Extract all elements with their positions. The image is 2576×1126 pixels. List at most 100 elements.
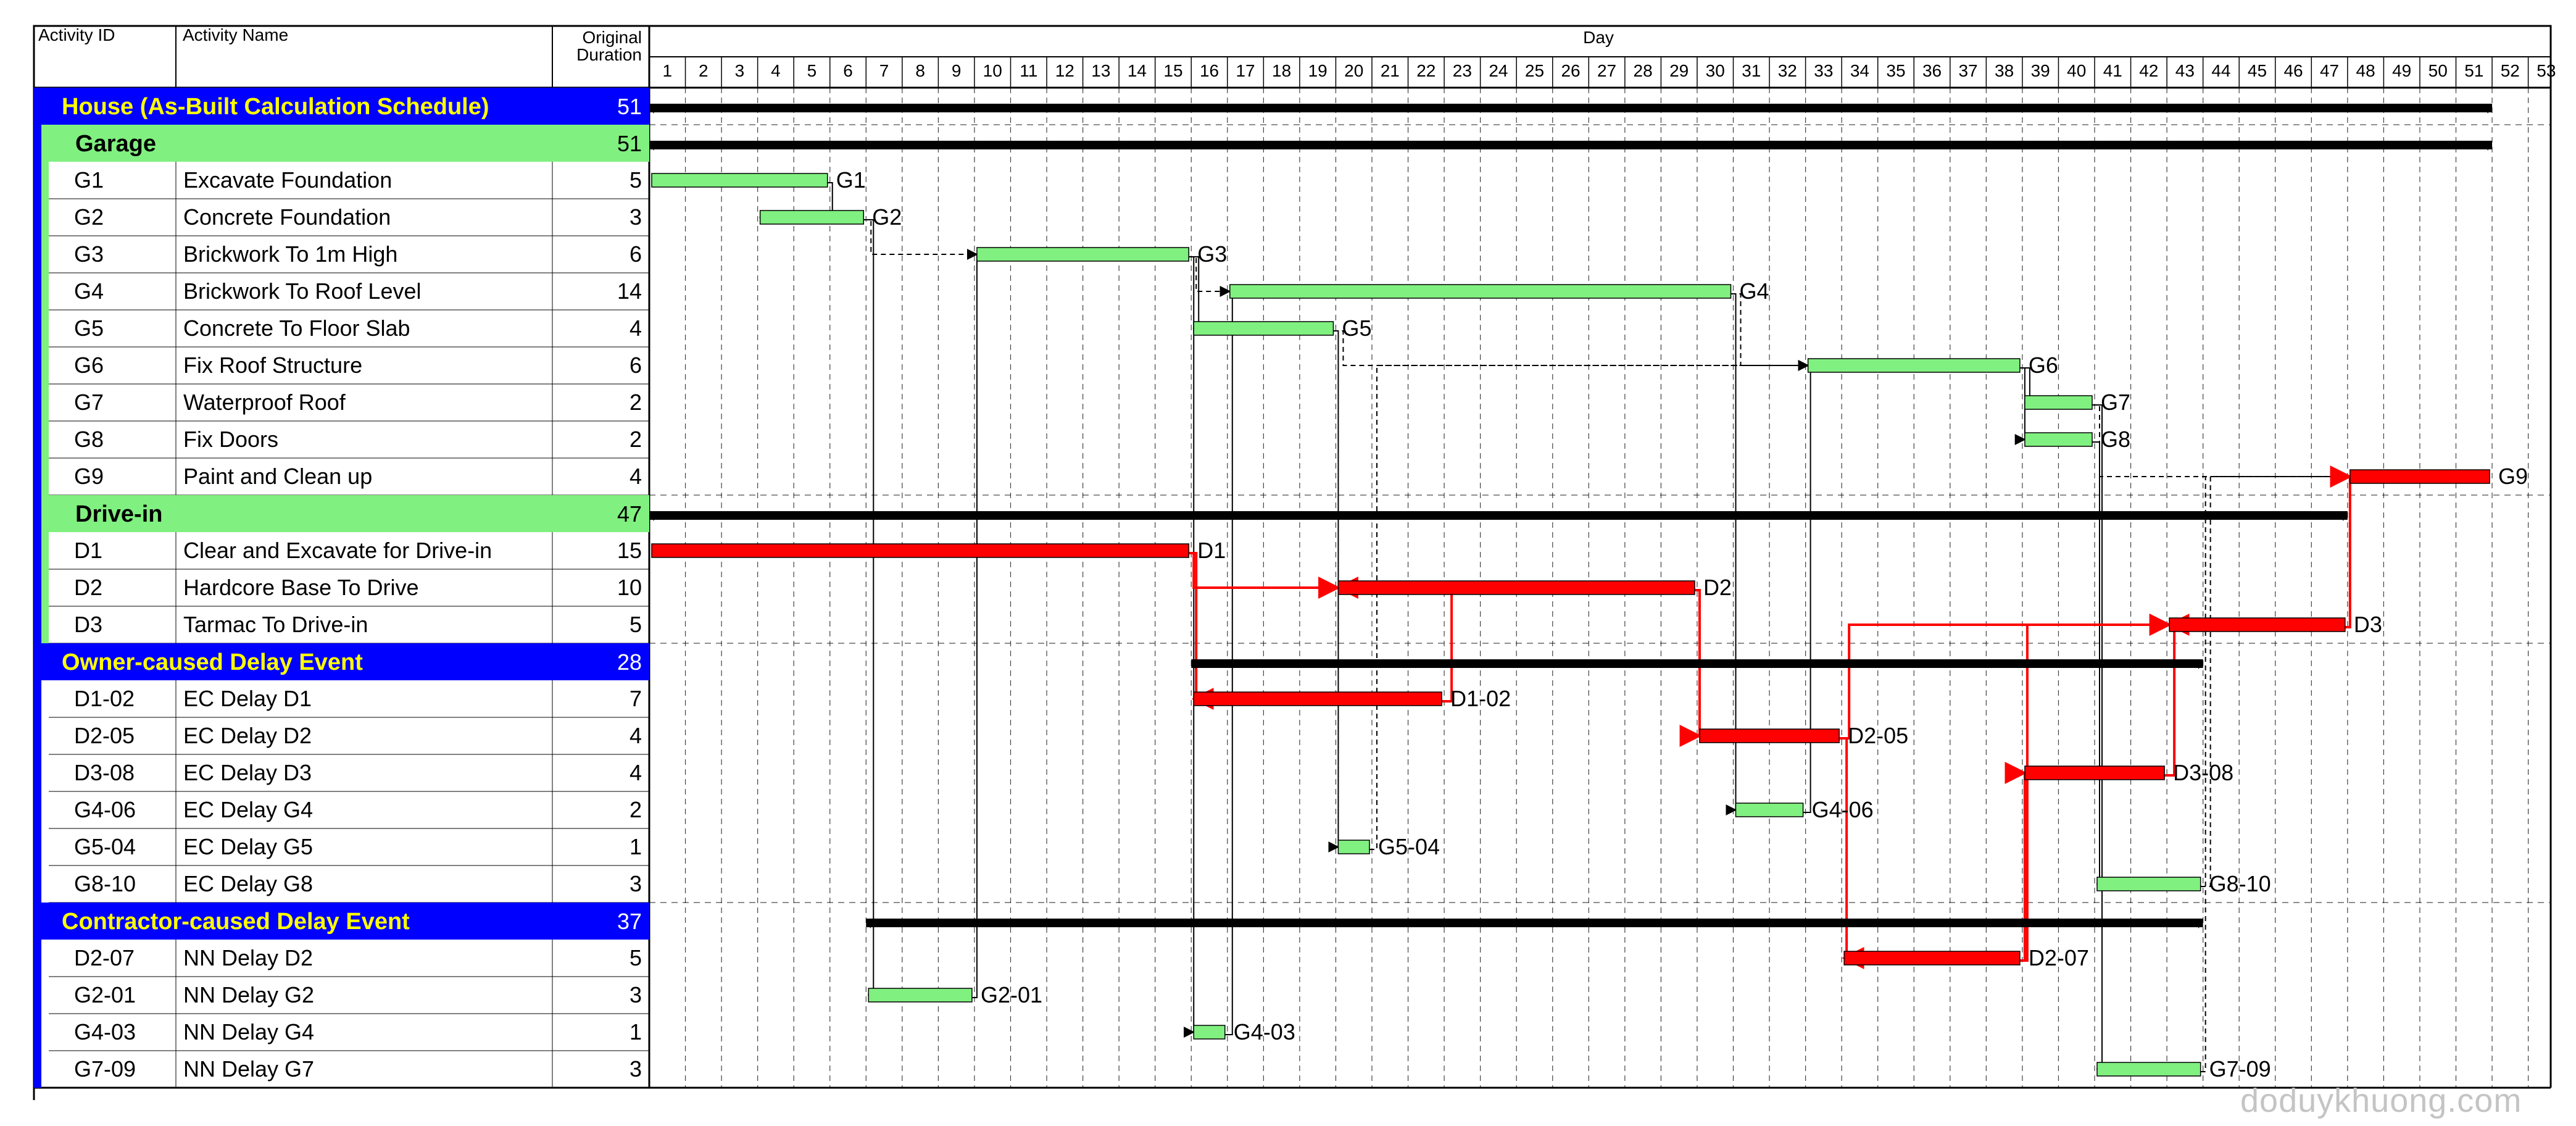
group-row-duration: 51 — [617, 94, 642, 119]
activity-id-cell: D1-02 — [74, 686, 135, 711]
day-tick-label: 37 — [1958, 61, 1977, 80]
outline-stripe — [34, 977, 41, 1014]
group-row-duration: 37 — [617, 909, 642, 934]
duration-cell: 4 — [629, 464, 642, 489]
gantt-bars: G1G2G3G4G5G6G7G8G9D1D2D3D1-02D2-05D3-08G… — [649, 104, 2528, 1082]
duration-cell: 6 — [629, 352, 642, 378]
task-bar — [1337, 580, 1695, 595]
day-tick-label: 35 — [1886, 61, 1905, 80]
duration-cell: 3 — [629, 204, 642, 230]
subgroup-row-band — [41, 495, 649, 532]
day-tick-label: 4 — [771, 61, 781, 80]
task-bar-label: G5-04 — [1378, 834, 1440, 859]
task-bar — [2169, 617, 2346, 632]
day-tick-label: 8 — [915, 61, 925, 80]
activity-id-cell: G9 — [74, 464, 104, 489]
outline-stripe — [34, 310, 41, 347]
task-bar — [1193, 691, 1442, 706]
duration-cell: 5 — [629, 167, 642, 193]
task-bar-label: G8 — [2101, 427, 2130, 452]
day-tick-label: 10 — [983, 61, 1002, 80]
duration-cell: 3 — [629, 1056, 642, 1082]
outline-stripe — [34, 384, 41, 421]
activity-id-cell: G2-01 — [74, 982, 136, 1007]
outline-stripe — [41, 236, 49, 273]
subgroup-row-title: Drive-in — [75, 501, 162, 527]
activity-id-cell: D2-05 — [74, 723, 135, 748]
task-bar-label: D2-05 — [1848, 723, 1908, 748]
activity-id-cell: G7-09 — [74, 1056, 136, 1082]
activity-name-cell: Clear and Excavate for Drive-in — [183, 538, 492, 563]
task-bar-label: G6 — [2029, 352, 2058, 378]
duration-cell: 4 — [629, 760, 642, 785]
outline-stripe — [34, 754, 41, 791]
summary-bar-start-cap — [649, 104, 658, 114]
duration-cell: 3 — [629, 871, 642, 896]
activity-name-cell: Waterproof Roof — [183, 390, 346, 415]
activity-id-cell: G3 — [74, 241, 104, 267]
duration-cell: 4 — [629, 315, 642, 341]
activity-name-cell: Fix Roof Structure — [183, 352, 362, 378]
activity-name-cell: Tarmac To Drive-in — [183, 612, 368, 637]
dependency-link — [1803, 360, 1818, 813]
group-row-band — [34, 88, 649, 125]
day-tick-label: 17 — [1236, 61, 1255, 80]
subgroup-row-duration: 51 — [617, 131, 642, 156]
group-row-title: Owner-caused Delay Event — [62, 649, 363, 675]
timeline-title: Day — [1583, 28, 1614, 47]
outline-stripe — [34, 532, 41, 569]
task-bar — [2024, 432, 2093, 447]
group-row-duration: 28 — [617, 649, 642, 675]
outline-stripe — [34, 791, 41, 828]
day-tick-label: 14 — [1128, 61, 1147, 80]
task-bar-label: G7 — [2101, 390, 2130, 415]
task-bar — [2096, 1062, 2201, 1077]
dependency-link — [1730, 293, 1742, 811]
summary-bar-start-cap — [1191, 659, 1200, 669]
dependency-link — [1336, 577, 1453, 703]
day-tick-label: 26 — [1561, 61, 1580, 80]
activity-name-cell: EC Delay G4 — [183, 797, 313, 822]
outline-stripe — [41, 347, 49, 384]
task-bar — [651, 173, 828, 188]
summary-bar-end-cap — [2483, 104, 2493, 114]
task-bar-label: G4-03 — [1234, 1019, 1295, 1045]
day-tick-label: 40 — [2067, 61, 2086, 80]
activity-id-cell: D1 — [74, 538, 102, 563]
task-bar-label: D2-07 — [2029, 945, 2089, 970]
activity-name-cell: Concrete To Floor Slab — [183, 315, 410, 341]
activity-name-cell: EC Delay D1 — [183, 686, 312, 711]
dependency-link — [1839, 614, 2172, 740]
dependency-link — [863, 219, 879, 1001]
day-tick-label: 15 — [1163, 61, 1182, 80]
day-tick-label: 13 — [1091, 61, 1110, 80]
activity-id-cell: D2-07 — [74, 945, 135, 970]
group-row-band — [34, 643, 649, 680]
dependency-link — [2338, 474, 2361, 628]
outline-stripe — [41, 162, 49, 199]
summary-bar-end-cap — [2483, 141, 2493, 151]
summary-bar — [649, 511, 2348, 520]
activity-name-cell: EC Delay D2 — [183, 723, 312, 748]
day-tick-label: 34 — [1850, 61, 1869, 80]
duration-cell: 14 — [617, 278, 642, 304]
outline-stripe — [34, 347, 41, 384]
dependency-link — [1188, 256, 1200, 1033]
day-tick-label: 43 — [2175, 61, 2195, 80]
outline-stripe — [34, 940, 41, 977]
day-tick-label: 7 — [879, 61, 889, 80]
activity-id-cell: G5-04 — [74, 834, 136, 859]
task-bar — [2096, 877, 2201, 891]
task-bar — [868, 988, 973, 1003]
activity-name-cell: Concrete Foundation — [183, 204, 391, 230]
day-tick-label: 12 — [1055, 61, 1074, 80]
outline-stripe — [34, 273, 41, 310]
outline-stripe — [41, 532, 49, 569]
